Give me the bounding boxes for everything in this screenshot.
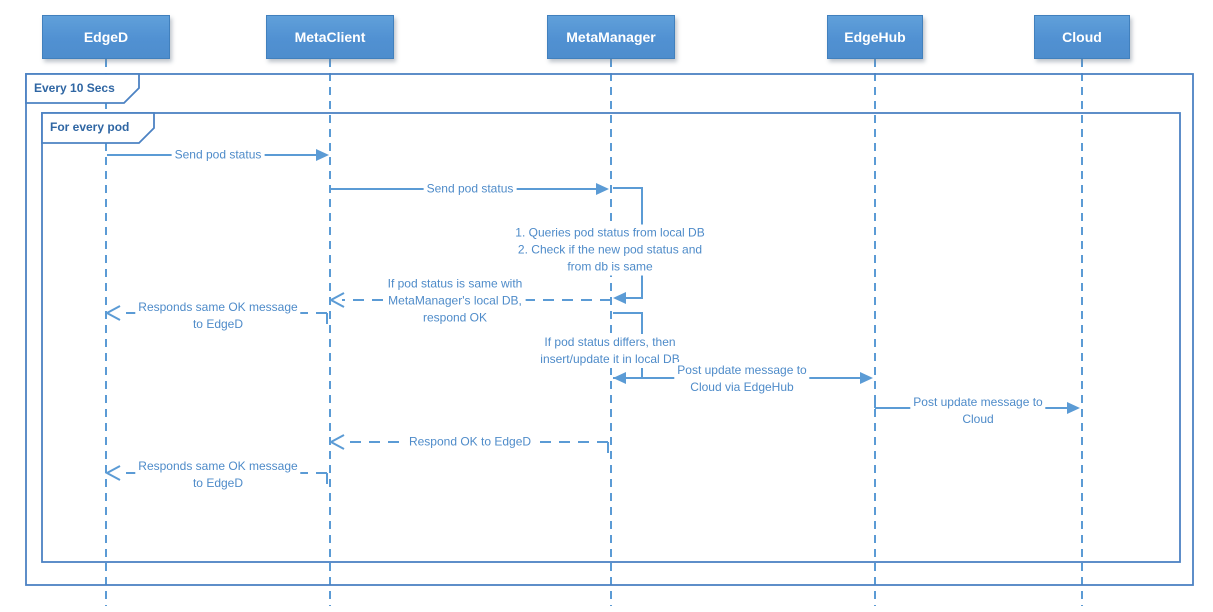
- note-insert-update: If pod status differs, then insert/updat…: [537, 334, 683, 368]
- frame-label-every-10-secs: Every 10 Secs: [34, 81, 115, 95]
- frame-every-10-secs: [25, 73, 1194, 586]
- frame-label-for-every-pod: For every pod: [50, 120, 130, 134]
- lifelines: [105, 59, 1083, 606]
- actor-label: MetaManager: [566, 29, 656, 45]
- arrowhead-open: [104, 305, 121, 321]
- arrowhead-open: [328, 434, 345, 450]
- loop-frames: [25, 73, 1194, 586]
- actor-box-metaclient: MetaClient: [266, 15, 394, 59]
- actor-label: Cloud: [1062, 29, 1102, 45]
- note-query-db: 1. Queries pod status from local DB 2. C…: [512, 224, 708, 276]
- frame-for-every-pod: [41, 112, 1181, 563]
- message-label-post-update-cloud: Post update message to Cloud: [910, 394, 1046, 428]
- actor-box-edged: EdgeD: [42, 15, 170, 59]
- message-label-respond-ok-edged: Respond OK to EdgeD: [405, 433, 535, 451]
- arrowhead-solid: [613, 292, 626, 304]
- arrowhead-solid: [860, 372, 873, 384]
- message-label-send-pod-status-1: Send pod status: [171, 146, 265, 164]
- message-label-post-update-edgehub: Post update message to Cloud via EdgeHub: [674, 362, 810, 396]
- actor-label: MetaClient: [294, 29, 366, 45]
- frame-label-pentagon-outer: [25, 73, 140, 104]
- arrowhead-open: [104, 465, 121, 481]
- frame-label-pentagon-inner: [41, 112, 155, 144]
- arrowhead-solid: [1067, 402, 1080, 414]
- arrowhead-solid: [596, 183, 609, 195]
- actor-box-edgehub: EdgeHub: [827, 15, 923, 59]
- message-label-respond-ok-same: If pod status is same with MetaManager's…: [384, 275, 526, 327]
- arrowhead-open: [328, 292, 345, 308]
- message-label-responds-same-ok-1: Responds same OK message to EdgeD: [135, 299, 301, 333]
- actor-label: EdgeHub: [844, 29, 906, 45]
- actor-box-cloud: Cloud: [1034, 15, 1130, 59]
- actor-box-metamanager: MetaManager: [547, 15, 675, 59]
- actor-label: EdgeD: [83, 29, 129, 45]
- message-label-send-pod-status-2: Send pod status: [423, 180, 517, 198]
- arrowhead-solid: [316, 149, 329, 161]
- message-label-responds-same-ok-2: Responds same OK message to EdgeD: [135, 458, 301, 492]
